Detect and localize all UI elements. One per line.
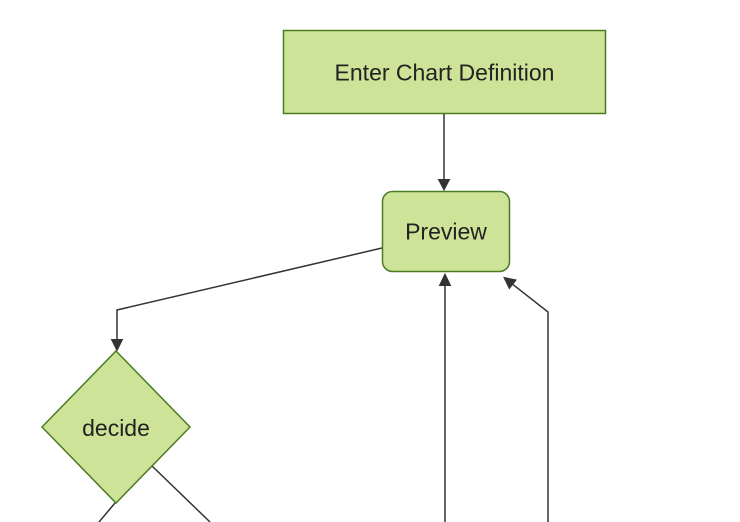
node-decide: decide <box>40 349 192 505</box>
enter-chart-definition-box <box>282 29 607 115</box>
arrowhead-into-preview-bottom <box>438 272 452 286</box>
edge-bottomright-to-preview <box>512 283 549 522</box>
enter-chart-definition-label: Enter Chart Definition <box>335 60 555 86</box>
node-preview: Preview <box>381 190 511 273</box>
decide-label: decide <box>82 415 150 441</box>
preview-box <box>381 190 511 273</box>
arrowhead-into-preview-top <box>437 179 451 192</box>
edge-decide-to-offscreen-left <box>98 502 116 522</box>
decide-diamond <box>40 349 192 505</box>
arrowhead-into-preview-corner <box>503 276 517 290</box>
arrowhead-into-decide-top <box>110 339 124 352</box>
edge-decide-to-offscreen-right <box>151 465 211 522</box>
preview-label: Preview <box>405 219 487 245</box>
edge-preview-to-decide <box>116 247 383 340</box>
node-enter-chart-definition: Enter Chart Definition <box>282 29 607 115</box>
edge-group <box>98 114 549 522</box>
